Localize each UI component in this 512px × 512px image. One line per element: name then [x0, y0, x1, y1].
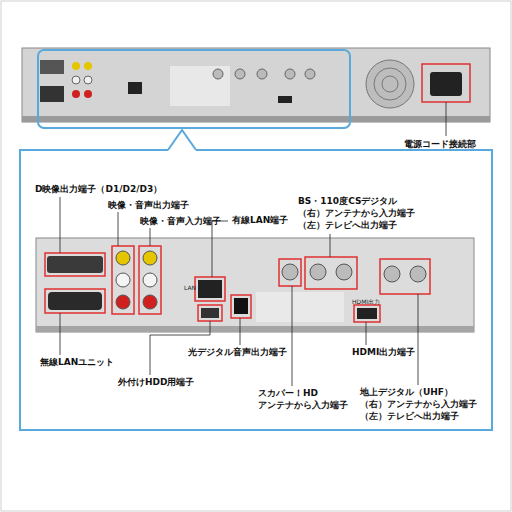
callout-label: 映像・音声出力端子 [108, 200, 189, 211]
callout-label: （右）アンテナから入力端子 [360, 399, 477, 410]
callout-label: 電源コード接続部 [404, 139, 476, 150]
callout-label: 光デジタル音声出力端子 [188, 347, 287, 358]
callout-label: 無線LANユニット [40, 357, 114, 368]
callout-label: （左）テレビへ出力端子 [298, 220, 397, 231]
callout-label: 地上デジタル（UHF） [360, 387, 453, 398]
panel-print: HDMI出力 [352, 298, 380, 305]
callout-label: スカパー！HD [258, 388, 318, 399]
callout-label: 有線LAN端子 [232, 215, 288, 226]
callout-label: （右）アンテナから入力端子 [298, 208, 415, 219]
callout-label: アンテナから入力端子 [258, 400, 348, 411]
callout-label: HDMI出力端子 [352, 347, 415, 358]
callout-label: 外付けHDD用端子 [118, 377, 194, 388]
callout-label: BS・110度CSデジタル [298, 196, 397, 207]
callout-label: （左）テレビへ出力端子 [360, 411, 459, 422]
callout-label: D映像出力端子（D1/D2/D3） [35, 184, 162, 195]
callout-label: 映像・音声入力端子 [140, 216, 221, 227]
panel-print: LAN [184, 284, 196, 291]
